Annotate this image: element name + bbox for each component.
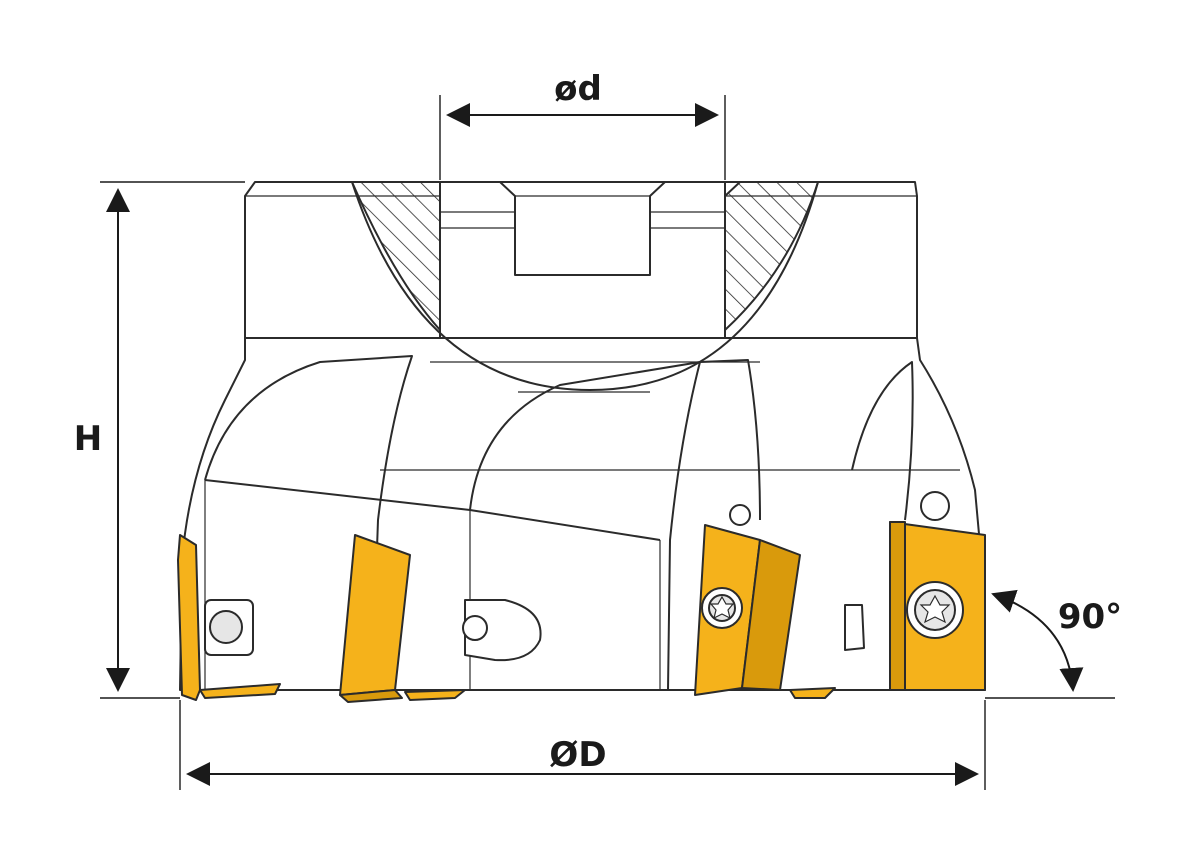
screw-recess-1 bbox=[464, 599, 542, 662]
insert-screws bbox=[204, 581, 964, 656]
angle-label: 90° bbox=[1058, 597, 1122, 637]
gullet-5 bbox=[851, 361, 914, 521]
screw-recess-2 bbox=[844, 604, 865, 651]
outer-diameter-label: ØD bbox=[549, 735, 606, 775]
angle-arrow bbox=[991, 589, 1084, 692]
bore-arc bbox=[351, 181, 819, 391]
cutter-body bbox=[179, 181, 986, 691]
gullet-4 bbox=[699, 359, 761, 521]
gullet-1 bbox=[204, 355, 413, 691]
screw-2 bbox=[701, 587, 743, 629]
dimension-lines bbox=[100, 95, 1115, 790]
screw-3 bbox=[906, 581, 964, 639]
height-label: H bbox=[74, 419, 102, 459]
screw-1 bbox=[204, 599, 254, 656]
insert-1 bbox=[177, 534, 201, 701]
bore-diameter-label: ød bbox=[554, 69, 602, 109]
